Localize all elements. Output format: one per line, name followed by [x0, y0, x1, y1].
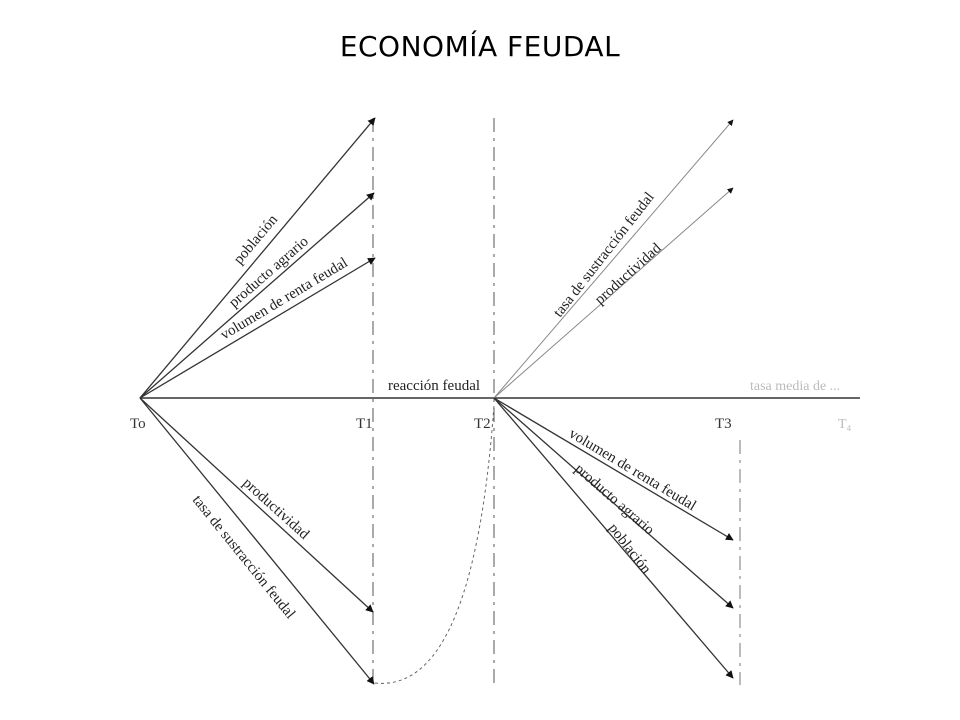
arrow-tasa-sustraccion-rising-2	[493, 119, 734, 399]
time-mark-t3: T3	[715, 416, 732, 432]
arrow-productividad-rising-2	[493, 187, 734, 399]
faint-axis-label: tasa media de ...	[750, 379, 840, 394]
time-mark-t1: T1	[356, 416, 373, 432]
arrow-volumen-renta-falling-2	[493, 397, 734, 541]
arrow-volumen-renta-rising	[139, 257, 376, 399]
arrow-poblacion-rising	[139, 117, 376, 399]
transition-curve	[374, 404, 495, 684]
arrow-producto-agrario-rising	[139, 192, 375, 399]
arrow-tasa-sustraccion-falling	[139, 397, 375, 685]
slide-title: ECONOMÍA FEUDAL	[339, 30, 621, 63]
time-mark-t4: T₄	[838, 417, 852, 432]
arrow-productividad-falling	[139, 397, 374, 613]
arrow-producto-agrario-falling-2	[493, 397, 734, 609]
time-mark-to: To	[130, 416, 146, 432]
time-mark-t2: T2	[474, 416, 491, 432]
arrow-poblacion-falling-2	[493, 397, 734, 679]
reaccion-feudal-label: reacción feudal	[388, 378, 480, 394]
